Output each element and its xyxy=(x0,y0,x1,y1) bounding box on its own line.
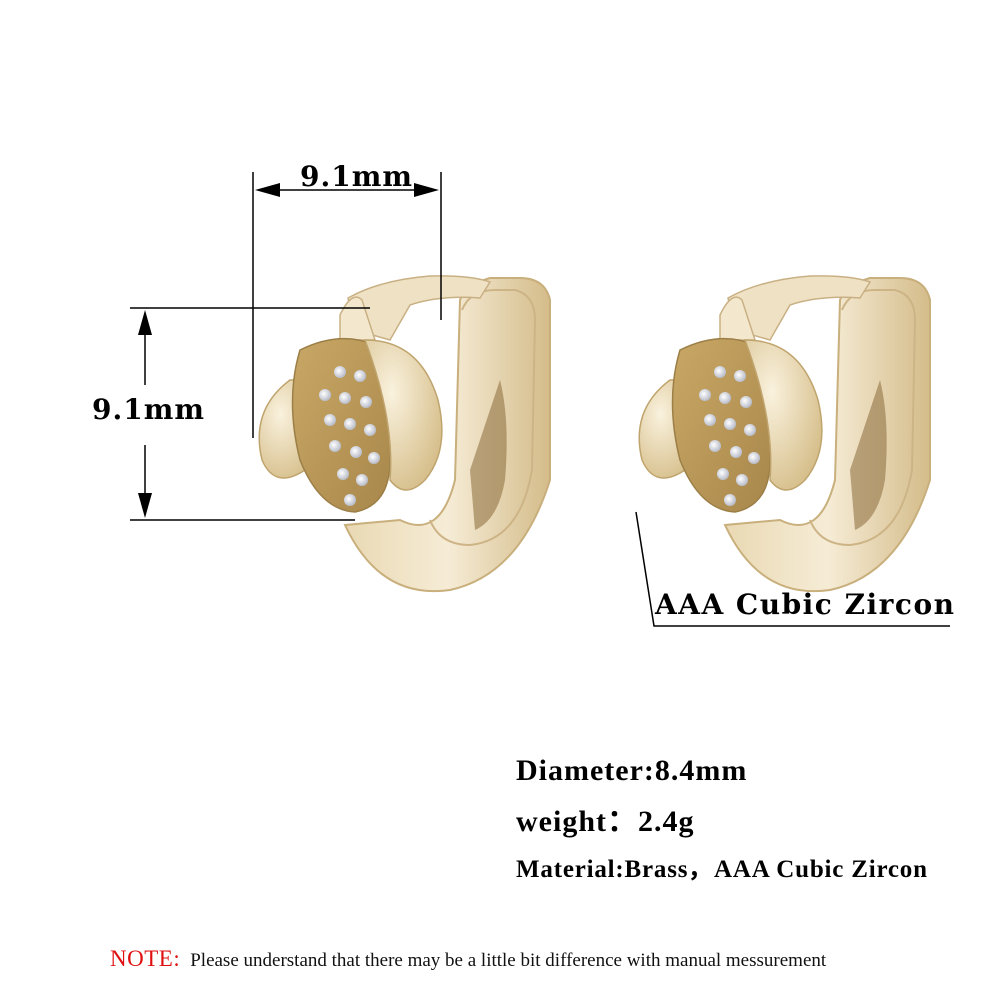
zircon-stones-left xyxy=(319,366,380,506)
right-earring xyxy=(638,275,931,593)
spec-diameter: Diameter:8.4mm xyxy=(516,754,748,787)
zircon-stones-right xyxy=(699,366,760,506)
spec-material: Material:Brass，AAA Cubic Zircon xyxy=(516,856,928,883)
height-dimension xyxy=(130,307,370,521)
zircon-callout-label: AAA Cubic Zircon xyxy=(655,588,956,621)
callout-leader xyxy=(635,511,950,627)
spec-weight: weight：2.4g xyxy=(516,805,695,838)
width-dimension xyxy=(252,172,442,438)
left-earring xyxy=(258,275,551,593)
height-dimension-label: 9.1mm xyxy=(92,393,205,426)
note-text: Please understand that there may be a li… xyxy=(190,950,827,971)
width-dimension-label: 9.1mm xyxy=(300,160,413,193)
disclaimer-note: NOTE: Please understand that there may be… xyxy=(110,946,826,972)
note-label: NOTE: xyxy=(110,946,181,971)
